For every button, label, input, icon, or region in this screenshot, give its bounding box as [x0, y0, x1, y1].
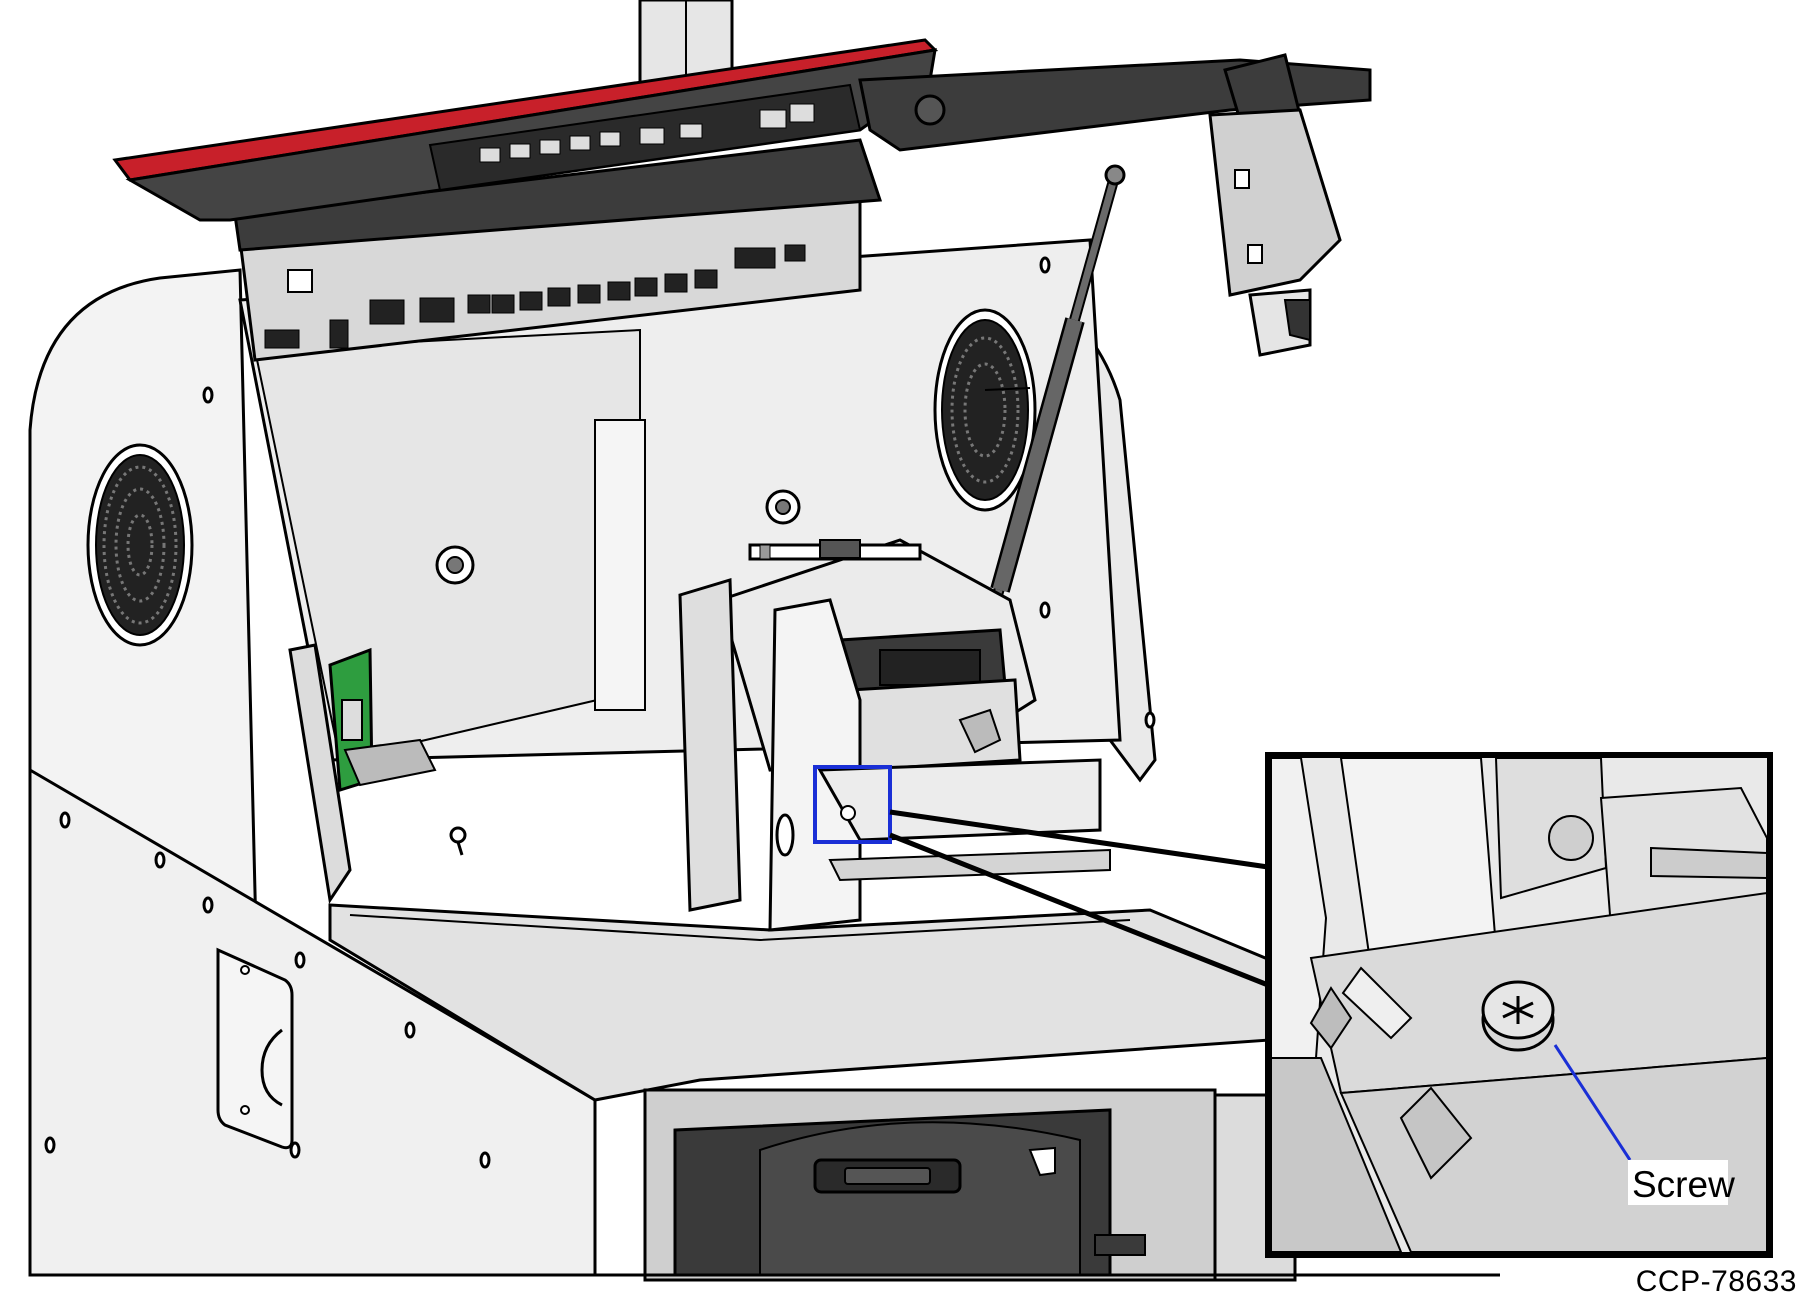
screw-label-bg	[1628, 1160, 1728, 1205]
screw-location-highlight	[813, 765, 892, 844]
io-panel	[233, 138, 883, 362]
keyhole	[449, 826, 467, 856]
speaker-grille-left	[86, 443, 194, 647]
zoom-leader-lines	[889, 809, 1269, 988]
figure-id: CCP-78633	[1635, 1265, 1797, 1298]
display-unit	[112, 38, 939, 222]
lid-arm	[858, 53, 1372, 357]
screw-label: Screw	[1632, 1164, 1735, 1205]
screw-head	[1481, 980, 1555, 1052]
gas-strut	[979, 164, 1126, 642]
body-fasteners	[44, 256, 1156, 1169]
screw-callout-line	[1553, 1044, 1632, 1161]
fan-grille-right	[933, 308, 1037, 512]
access-plate	[216, 947, 294, 1150]
pcb-board	[288, 643, 437, 905]
